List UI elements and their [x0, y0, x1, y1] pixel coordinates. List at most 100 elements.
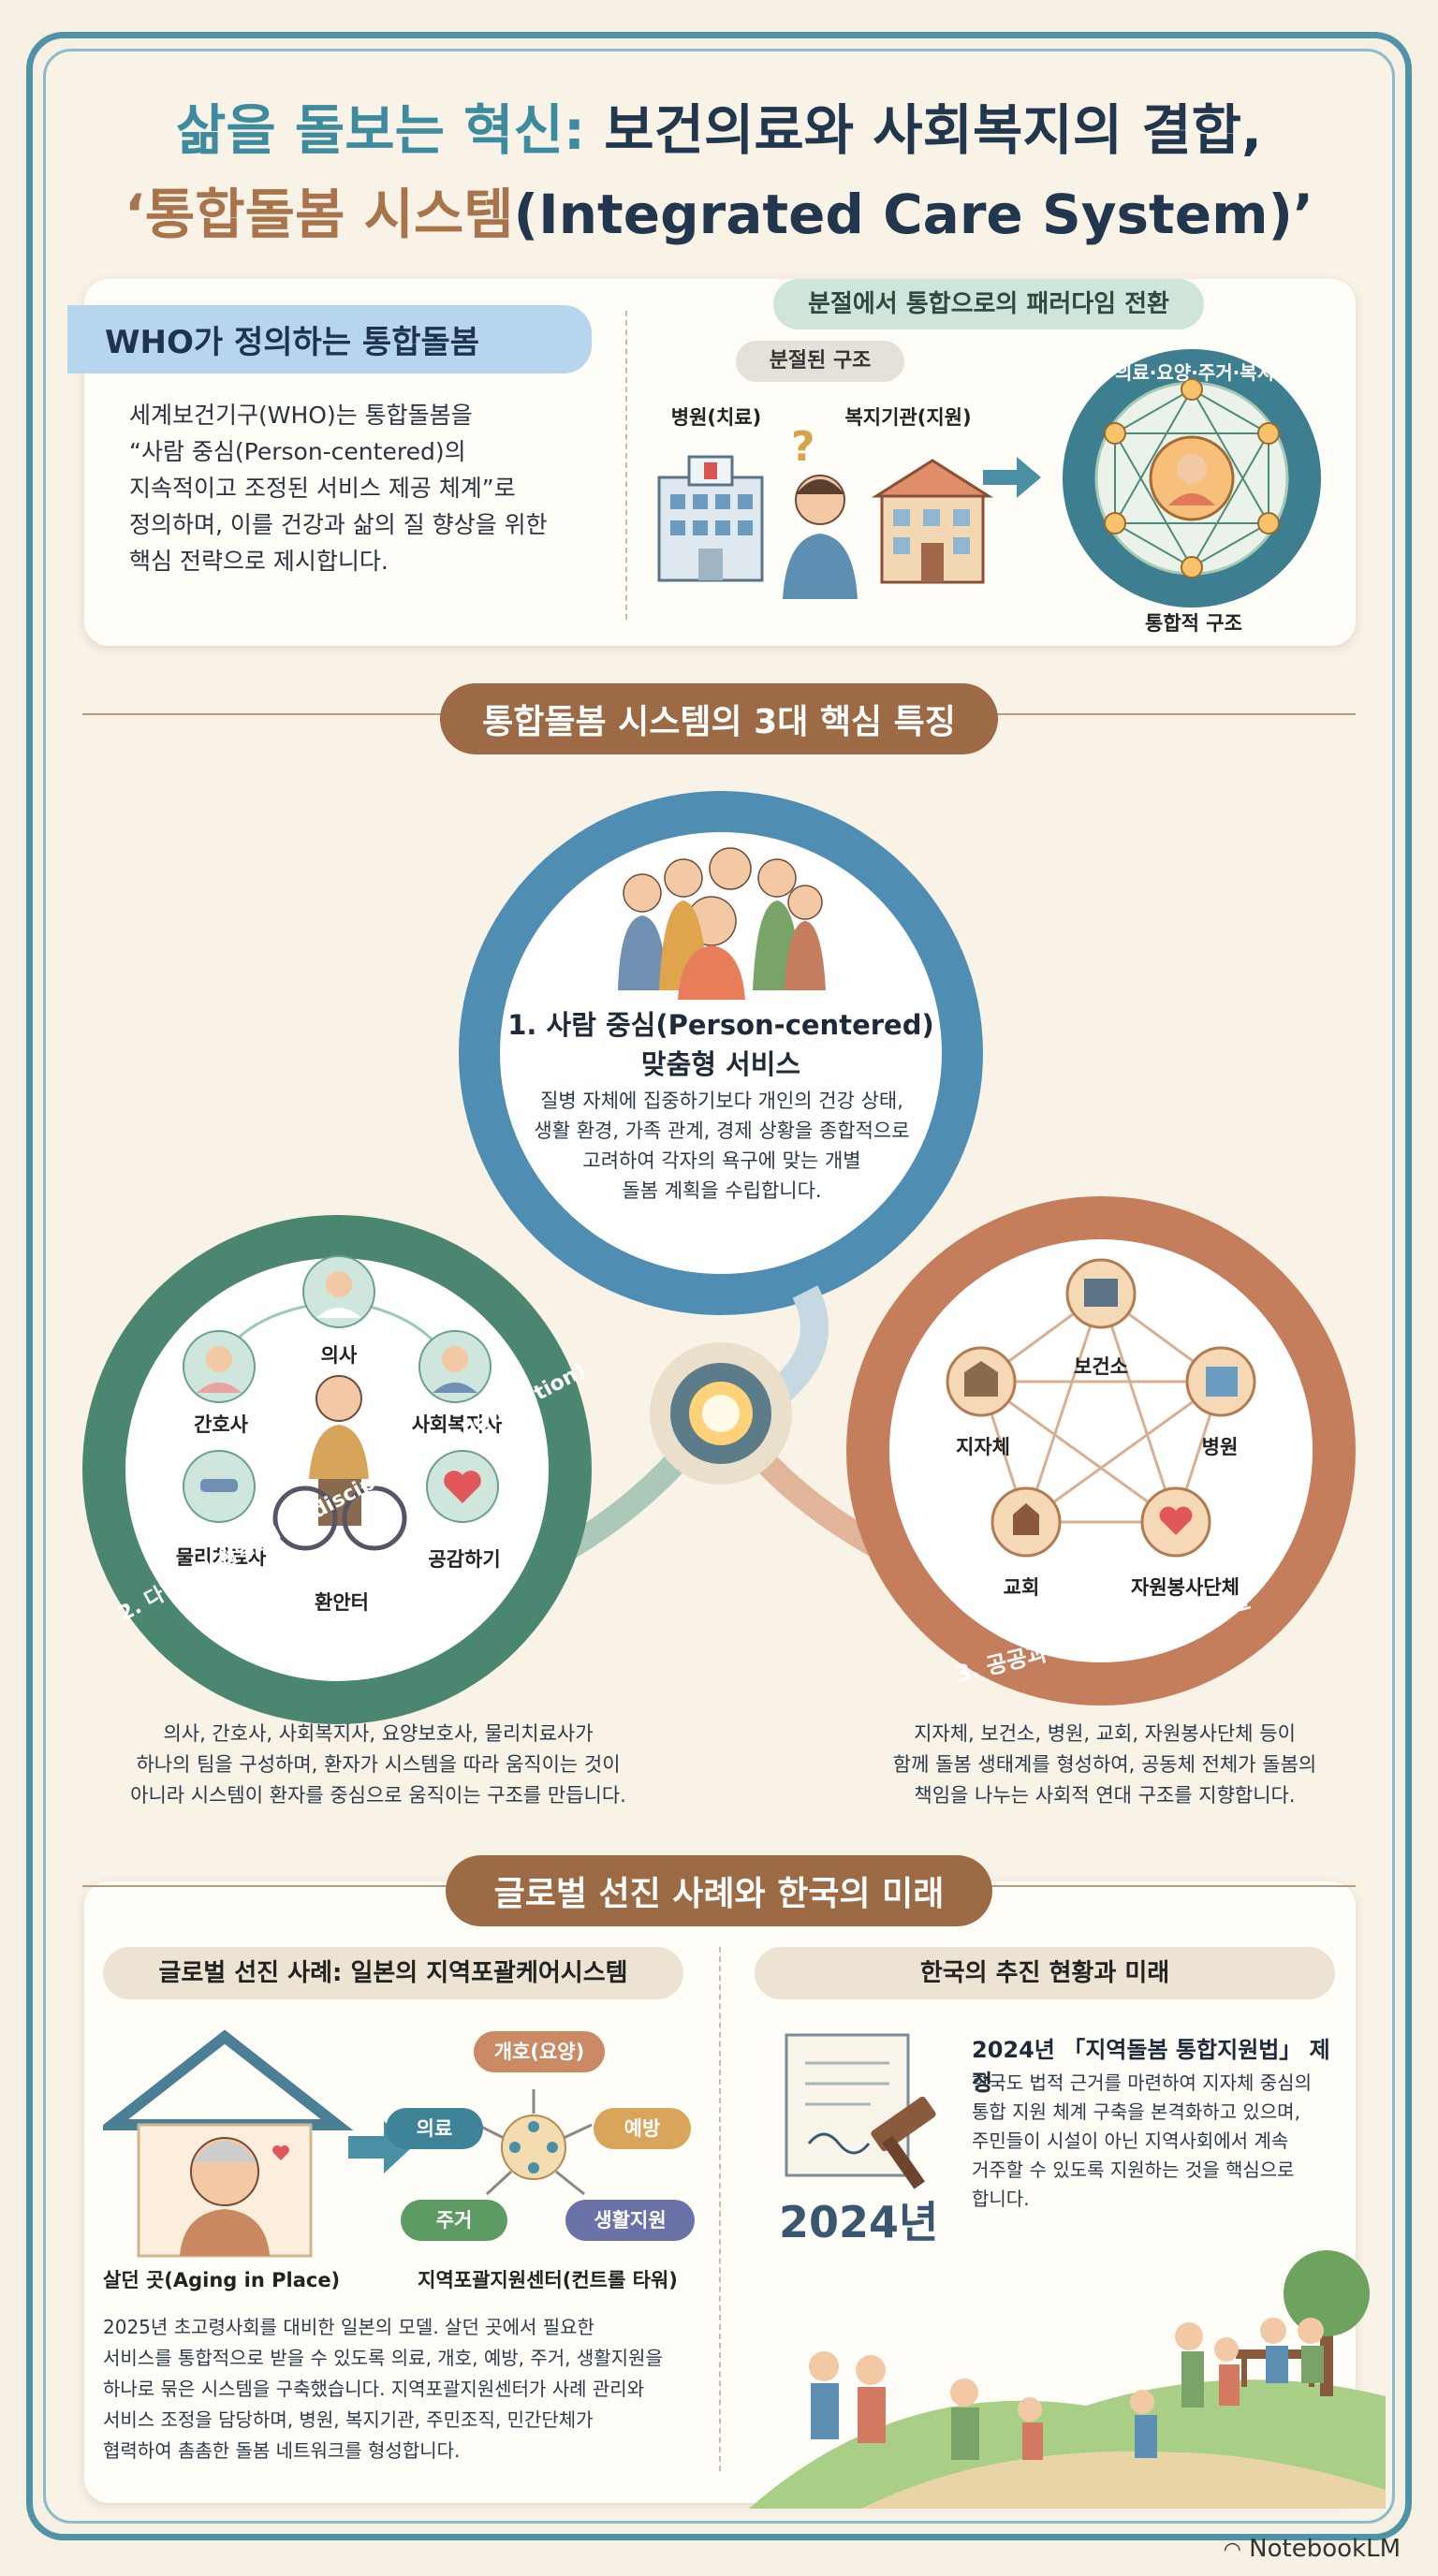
feature1-line: 돌봄 계획을 수립합니다. — [622, 1179, 822, 1202]
korea-line: 합니다. — [972, 2188, 1030, 2210]
church-icon — [1013, 1503, 1039, 1535]
outer-frame — [26, 32, 1412, 2540]
node-empathy: 공감하기 — [428, 1548, 501, 1571]
hospital-icon — [1206, 1367, 1238, 1397]
korea-line: 거주할 수 있도록 지원하는 것을 핵심으로 — [972, 2159, 1295, 2181]
feature1-title: 1. 사람 중심(Person-centered) 맞춤형 서비스 — [487, 1003, 955, 1082]
service-medical: 의료 — [386, 2108, 483, 2149]
welfare-building-icon — [871, 459, 994, 584]
node-church: 교회 — [1003, 1576, 1040, 1599]
section2-heading: 글로벌 선진 사례와 한국의 미래 — [446, 1855, 992, 1926]
title-rest: 보건의료와 사회복지의 결합, — [585, 98, 1263, 162]
integrated-ring-text: 의료·요양·주거·복지 — [1115, 361, 1274, 384]
node-patient: 환안터 — [315, 1591, 369, 1614]
title-accent-2: ‘통합돌봄 시스템 — [124, 183, 514, 246]
volunteer-icon — [1159, 1506, 1193, 1535]
korea-year: 2024년 — [779, 2197, 939, 2247]
feature2-line: 아니라 시스템이 환자를 중심으로 움직이는 구조를 만듭니다. — [130, 1784, 626, 1807]
japan-heading: 글로벌 선진 사례: 일본의 지역포괄케어시스템 — [103, 1947, 683, 1999]
people-group-icon — [618, 847, 826, 1000]
node-doctor: 의사 — [320, 1344, 358, 1367]
node-local-gov: 지자체 — [956, 1436, 1010, 1458]
title-accent: 삶을 돌보는 혁신: — [175, 98, 586, 162]
patient-wheelchair-icon — [272, 1375, 407, 1551]
notebook-logo-icon: ◠ — [1223, 2539, 1241, 2562]
who-line: 지속적이고 조정된 서비스 제공 체계”로 — [129, 475, 516, 502]
section1-heading: 통합돌봄 시스템의 3대 핵심 특징 — [440, 683, 998, 754]
feature3-ring — [846, 1196, 1356, 1705]
brand-label: ◠ NotebookLM — [1224, 2535, 1401, 2563]
feature1-line: 생활 환경, 가족 관계, 경제 상황을 종합적으로 — [534, 1120, 910, 1142]
japan-text: 2025년 초고령사회를 대비한 일본의 모델. 살던 곳에서 필요한 서비스를… — [103, 2312, 702, 2466]
feature1-line: 고려하여 각자의 욕구에 맞는 개별 — [582, 1149, 861, 1172]
law-title: 2024년 「지역돌봄 통합지원법」 제정 — [972, 2037, 1330, 2096]
feature3-line: 책임을 나누는 사회적 연대 구조를 지향합니다. — [914, 1784, 1296, 1807]
people-icon — [809, 2318, 1324, 2422]
feature2-line: 하나의 팀을 구성하며, 환자가 시스템을 따라 움직이는 것이 — [136, 1753, 621, 1776]
node-physio: 물리치료사 — [175, 1546, 267, 1569]
feature2-text: 의사, 간호사, 사회복지사, 요양보호사, 물리치료사가 하나의 팀을 구성하… — [88, 1719, 668, 1811]
feature2-line: 의사, 간호사, 사회복지사, 요양보호사, 물리치료사가 — [163, 1722, 594, 1745]
node-hospital: 병원 — [1201, 1436, 1239, 1458]
home-label: 살던 곳(Aging in Place) — [103, 2269, 341, 2291]
question-mark: ? — [791, 423, 815, 471]
social-worker-icon — [418, 1330, 492, 1403]
arrow-right-icon — [983, 457, 1041, 498]
korea-text: 한국도 법적 근거를 마련하여 지자체 중심의 통합 지원 체계 구축을 본격화… — [972, 2069, 1346, 2214]
feature1-text: 질병 자체에 집중하기보다 개인의 건강 상태, 생활 환경, 가족 관계, 경… — [502, 1086, 942, 1206]
who-heading: WHO가 정의하는 통합돌봄 — [67, 305, 592, 373]
node-nurse: 간호사 — [194, 1413, 248, 1436]
card-divider — [625, 311, 627, 620]
support-center-icon — [477, 2089, 593, 2196]
heart-hands-icon — [426, 1450, 499, 1523]
bottom-divider — [719, 1947, 721, 2471]
feature3-line: 함께 돌봄 생태계를 형성하여, 공동체 전체가 돌봄의 — [892, 1753, 1317, 1776]
hospital-building-icon — [657, 455, 764, 582]
community-illustration — [749, 2250, 1386, 2509]
brand-text: NotebookLM — [1249, 2535, 1401, 2563]
service-prevention: 예방 — [594, 2108, 691, 2149]
title-line-1: 삶을 돌보는 혁신: 보건의료와 사회복지의 결합, — [56, 86, 1382, 165]
title-line-2: ‘통합돌봄 시스템(Integrated Care System)’ — [56, 170, 1382, 249]
node-health-center: 보건소 — [1074, 1355, 1128, 1378]
partner-network-diagram — [946, 1258, 1256, 1558]
who-line: 핵심 전략으로 제시합니다. — [129, 548, 389, 575]
paradigm-heading: 분절에서 통합으로의 패러다임 전환 — [773, 279, 1204, 329]
feature1-ring — [459, 791, 983, 1436]
japan-line: 협력하여 촘촘한 돌봄 네트워크를 형성합니다. — [103, 2439, 461, 2462]
care-team-diagram — [183, 1255, 499, 1551]
center-label: 지역포괄지원센터(컨트롤 타워) — [418, 2269, 678, 2291]
feature3-text: 지자체, 보건소, 병원, 교회, 자원봉사단체 등이 함께 돌봄 생태계를 형… — [824, 1719, 1386, 1811]
home-elder-icon — [103, 2029, 354, 2258]
service-care: 개호(요양) — [474, 2031, 605, 2072]
node-social-worker: 사회복지사 — [411, 1413, 503, 1436]
gavel-icon — [871, 2096, 936, 2189]
feature3-line: 지자체, 보건소, 병원, 교회, 자원봉사단체 등이 — [914, 1722, 1296, 1745]
service-housing: 주거 — [401, 2200, 507, 2241]
who-line: “사람 중심(Person-centered)의 — [129, 438, 466, 465]
korea-line: 통합 지원 체계 구축을 본격화하고 있으며, — [972, 2100, 1300, 2123]
who-text: 세계보건기구(WHO)는 통합돌봄을 “사람 중심(Person-centere… — [129, 397, 616, 579]
center-glow — [519, 1342, 914, 1584]
service-living: 생활지원 — [565, 2200, 695, 2241]
node-volunteer: 자원봉사단체 — [1131, 1576, 1240, 1599]
nurse-icon — [183, 1330, 256, 1403]
tree-icon — [1284, 2250, 1370, 2396]
doctor-icon — [302, 1255, 375, 1328]
integrated-network-icon — [1063, 349, 1321, 607]
feature1-title-line: 1. 사람 중심(Person-centered) — [507, 1009, 934, 1041]
feature1-title-line: 맞춤형 서비스 — [640, 1048, 801, 1080]
integrated-label: 통합적 구조 — [1145, 612, 1242, 635]
japan-line: 서비스를 통합적으로 받을 수 있도록 의료, 개호, 예방, 주거, 생활지원… — [103, 2347, 663, 2369]
health-center-icon — [1084, 1279, 1118, 1307]
fragmented-label: 분절된 구조 — [736, 341, 904, 382]
government-icon — [964, 1361, 998, 1397]
fragmented-illustration — [657, 455, 994, 599]
confused-person-icon — [783, 475, 858, 599]
japan-line: 하나로 묶은 시스템을 구축했습니다. 지역포괄지원센터가 사례 관리와 — [103, 2378, 645, 2400]
physio-icon — [183, 1450, 256, 1523]
title-rest-2: (Integrated Care System)’ — [513, 183, 1314, 246]
who-line: 세계보건기구(WHO)는 통합돌봄을 — [129, 402, 473, 429]
hospital-label: 병원(치료) — [670, 406, 762, 429]
korea-heading: 한국의 추진 현황과 미래 — [755, 1947, 1335, 1999]
